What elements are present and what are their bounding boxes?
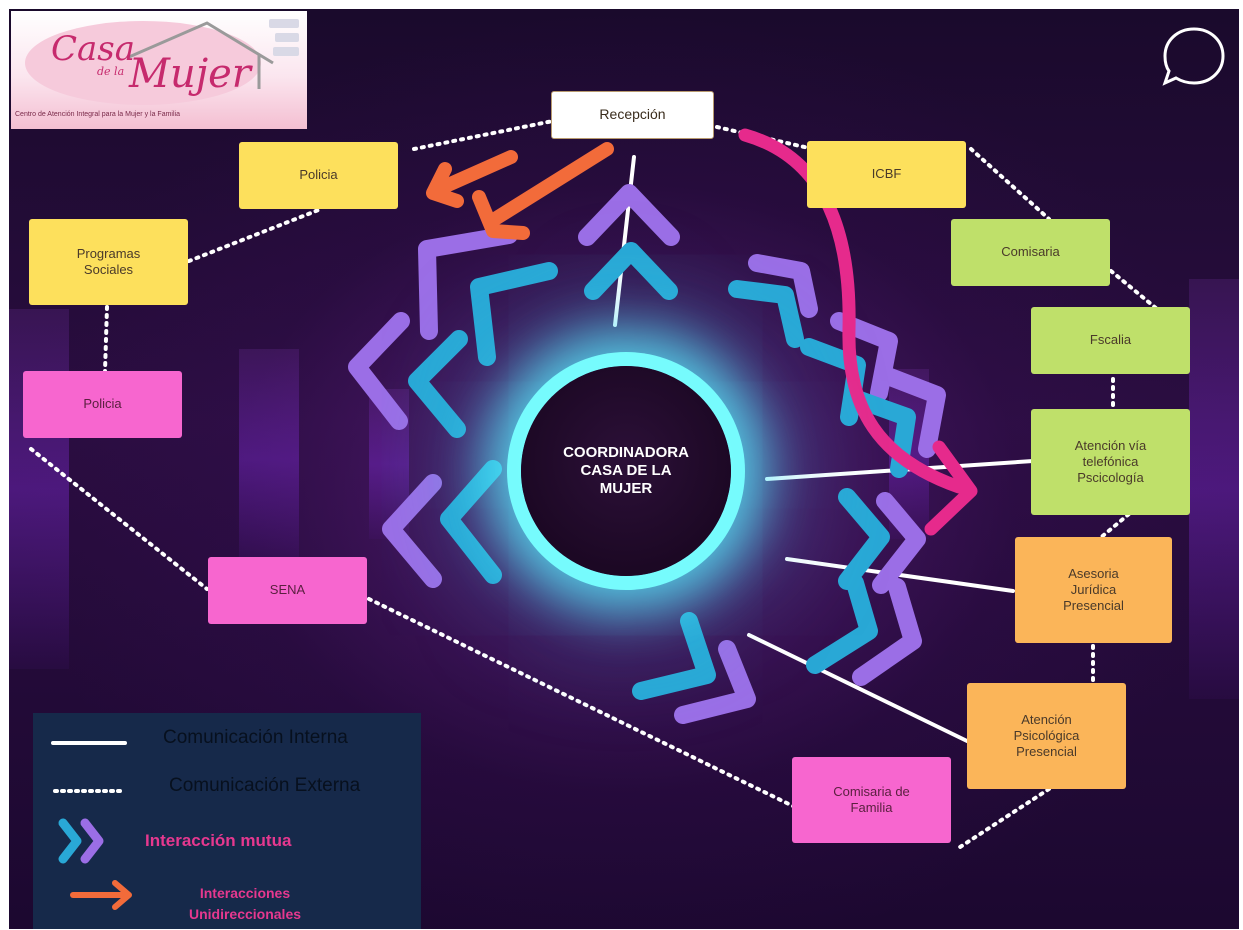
house-roof-icon bbox=[128, 21, 274, 89]
background-pillar bbox=[239, 349, 299, 569]
chevron-blue bbox=[470, 262, 558, 366]
node-policia-left[interactable]: Policia bbox=[23, 371, 182, 438]
node-asesoria-juridica[interactable]: Asesoria Jurídica Presencial bbox=[1015, 537, 1172, 643]
node-sena[interactable]: SENA bbox=[208, 557, 367, 624]
chevron-purple bbox=[382, 474, 442, 588]
chevron-purple bbox=[578, 184, 680, 246]
magenta-arrow bbox=[738, 128, 966, 494]
legend-panel: Comunicación Interna Comunicación Extern… bbox=[33, 713, 421, 929]
legend-internal-label: Comunicación Interna bbox=[163, 727, 348, 748]
chevron-blue bbox=[838, 488, 890, 590]
external-link bbox=[955, 787, 1051, 851]
node-icbf[interactable]: ICBF bbox=[807, 141, 966, 208]
logo-tagline: Centro de Atención Integral para la Muje… bbox=[15, 111, 180, 118]
node-atencion-psicologica[interactable]: Atención Psicológica Presencial bbox=[967, 683, 1126, 789]
node-comisaria-familia[interactable]: Comisaria de Familia bbox=[792, 757, 951, 843]
chevron-purple bbox=[876, 366, 946, 458]
legend-mutual-label: Interacción mutua bbox=[145, 831, 292, 850]
chevron-purple-swatch bbox=[80, 818, 104, 864]
logo-casa: Casa bbox=[51, 29, 136, 69]
orange-arrow bbox=[432, 150, 518, 196]
chevron-purple bbox=[348, 312, 410, 430]
node-policia-top[interactable]: Policia bbox=[239, 142, 398, 209]
external-link bbox=[103, 305, 109, 373]
chevron-blue bbox=[440, 460, 502, 584]
internal-link bbox=[747, 633, 969, 743]
node-comisaria[interactable]: Comisaria bbox=[951, 219, 1110, 286]
background-pillar bbox=[1189, 279, 1239, 699]
external-link bbox=[969, 147, 1051, 221]
diagram-canvas: Casa de la Mujer Centro de Atención Inte… bbox=[9, 9, 1239, 929]
chevron-purple bbox=[748, 254, 818, 318]
legend-unidirectional-label: Interacciones Unidireccionales bbox=[188, 885, 302, 922]
external-link bbox=[367, 597, 801, 811]
orange-arrow-head bbox=[472, 190, 530, 240]
orange-arrow-head bbox=[426, 162, 464, 208]
chevron-purple bbox=[674, 640, 756, 724]
casa-de-la-mujer-logo: Casa de la Mujer Centro de Atención Inte… bbox=[11, 11, 307, 129]
logo-de-la: de la bbox=[97, 65, 125, 78]
magenta-arrow-head bbox=[924, 440, 978, 536]
chevron-purple bbox=[872, 492, 926, 594]
external-link bbox=[1109, 269, 1159, 311]
node-fiscalia[interactable]: Fscalia bbox=[1031, 307, 1190, 374]
logo-mujer: Mujer bbox=[129, 51, 251, 97]
chevron-blue bbox=[728, 280, 804, 348]
chevron-blue bbox=[806, 574, 878, 674]
external-link bbox=[412, 119, 555, 151]
node-recepcion[interactable]: Recepción bbox=[551, 91, 714, 139]
sponsor-seal-icon bbox=[273, 47, 299, 56]
sponsor-seal-icon bbox=[275, 33, 299, 42]
background-pillar bbox=[9, 309, 69, 669]
chevron-blue bbox=[584, 242, 678, 300]
sponsor-seal-icon bbox=[269, 19, 299, 28]
logo-oval bbox=[25, 21, 261, 105]
chevron-blue bbox=[632, 612, 716, 700]
legend-swatches bbox=[51, 741, 132, 910]
external-link bbox=[29, 447, 209, 591]
chevron-purple bbox=[418, 226, 518, 340]
external-link bbox=[187, 207, 323, 263]
chevron-blue-swatch bbox=[58, 818, 82, 864]
node-programas-sociales[interactable]: Programas Sociales bbox=[29, 219, 188, 305]
center-label: COORDINADORA CASA DE LA MUJER bbox=[563, 444, 689, 497]
chat-bubble-icon[interactable] bbox=[1159, 23, 1229, 89]
chevron-purple bbox=[852, 578, 922, 686]
coordinadora-center[interactable]: COORDINADORA CASA DE LA MUJER bbox=[521, 366, 731, 576]
node-atencion-telefonica[interactable]: Atención vía telefónica Pscicología bbox=[1031, 409, 1190, 515]
orange-arrow bbox=[488, 142, 614, 226]
legend-external-label: Comunicación Externa bbox=[169, 775, 361, 796]
mutual-interaction-chevrons bbox=[348, 128, 978, 724]
chevron-blue bbox=[408, 330, 468, 438]
